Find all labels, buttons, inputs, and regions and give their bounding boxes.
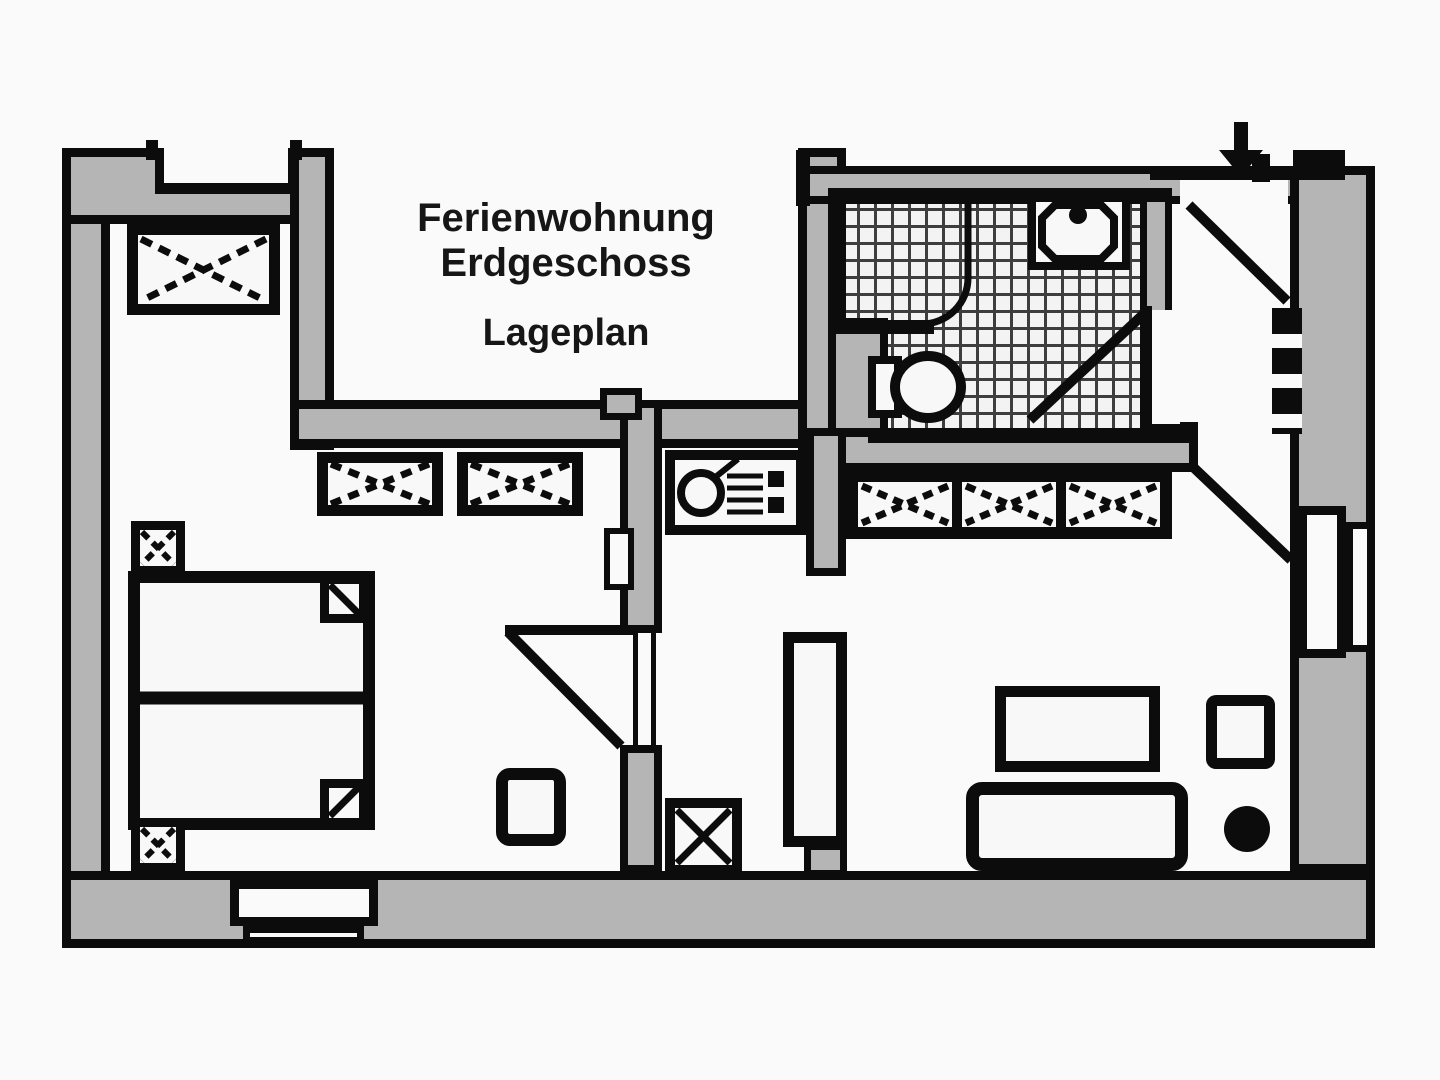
- shower-bottom-line: [838, 320, 934, 334]
- door-swing-living-room: [1188, 462, 1295, 564]
- living-table: [995, 686, 1160, 772]
- tall-cabinet: [783, 632, 847, 847]
- bedroom-window: [230, 880, 378, 926]
- wall-title-bottom: [290, 400, 846, 448]
- bedroom-wall-niche: [604, 528, 634, 590]
- bathroom-door-jamb: [1140, 306, 1152, 432]
- top-right-wall-cap: [796, 150, 810, 206]
- title-line-2: Erdgeschoss: [440, 241, 692, 285]
- entry-door-nub: [1252, 154, 1270, 182]
- sofa: [966, 782, 1188, 871]
- wall-left: [62, 148, 110, 948]
- entry-threshold-line: [1150, 166, 1310, 180]
- wardrobe-cell-3: [1066, 482, 1160, 527]
- dresser-1: [317, 452, 443, 516]
- nook-wardrobe: [127, 224, 280, 315]
- outer-wall-notch: [1293, 150, 1345, 180]
- plant-dot: [1224, 806, 1270, 852]
- bathroom-left-line: [828, 188, 842, 334]
- wall-pilaster-nub: [600, 388, 642, 420]
- bedroom-stool: [496, 768, 566, 846]
- wardrobe-cell-2: [962, 482, 1056, 527]
- wall-bathroom-corridor: [1140, 188, 1172, 320]
- title-line-1: Ferienwohnung: [417, 196, 715, 240]
- wall-kitchen-right: [806, 428, 846, 576]
- living-bay-window-sill: [1346, 522, 1374, 652]
- window-frame-nub-left: [146, 140, 158, 160]
- plan-title: Ferienwohnung Erdgeschoss Lageplan: [334, 196, 798, 354]
- bed-pillow-top: [320, 575, 368, 623]
- kitchenette-unit: [665, 450, 806, 535]
- entry-door-opening: [1180, 180, 1288, 206]
- door-swing-entry: [1185, 201, 1291, 305]
- dresser-2: [457, 452, 583, 516]
- bed-pillow-bottom: [320, 779, 368, 827]
- kitchen-box: [665, 798, 742, 875]
- bedroom-door-jamb-right: [651, 631, 656, 747]
- window-frame-nub-right: [290, 140, 302, 160]
- living-chair: [1206, 695, 1275, 769]
- wardrobe-row: [846, 470, 1172, 539]
- bathroom-bottom-line: [868, 428, 1198, 443]
- wall-stub-bottom: [804, 843, 847, 877]
- toilet-tank: [868, 356, 902, 418]
- wall-title-left: [290, 148, 334, 450]
- bedroom-door-jamb-left: [633, 631, 638, 747]
- nightstand-bottom: [131, 818, 185, 872]
- wall-bedroom-right-lower: [620, 745, 662, 873]
- door-swing-bedroom: [504, 625, 633, 750]
- sink-counter: [1028, 194, 1130, 270]
- nightstand-top: [131, 521, 185, 575]
- top-window-niche: [155, 148, 297, 194]
- wall-bedroom-right-upper: [620, 400, 662, 633]
- title-line-3: Lageplan: [482, 312, 650, 354]
- bathroom-door-opening: [1152, 310, 1180, 424]
- living-bay-window: [1298, 506, 1346, 658]
- wardrobe-cell-1: [858, 482, 952, 527]
- bedroom-window-sill: [243, 926, 364, 944]
- corridor-closet-front: [1272, 308, 1302, 434]
